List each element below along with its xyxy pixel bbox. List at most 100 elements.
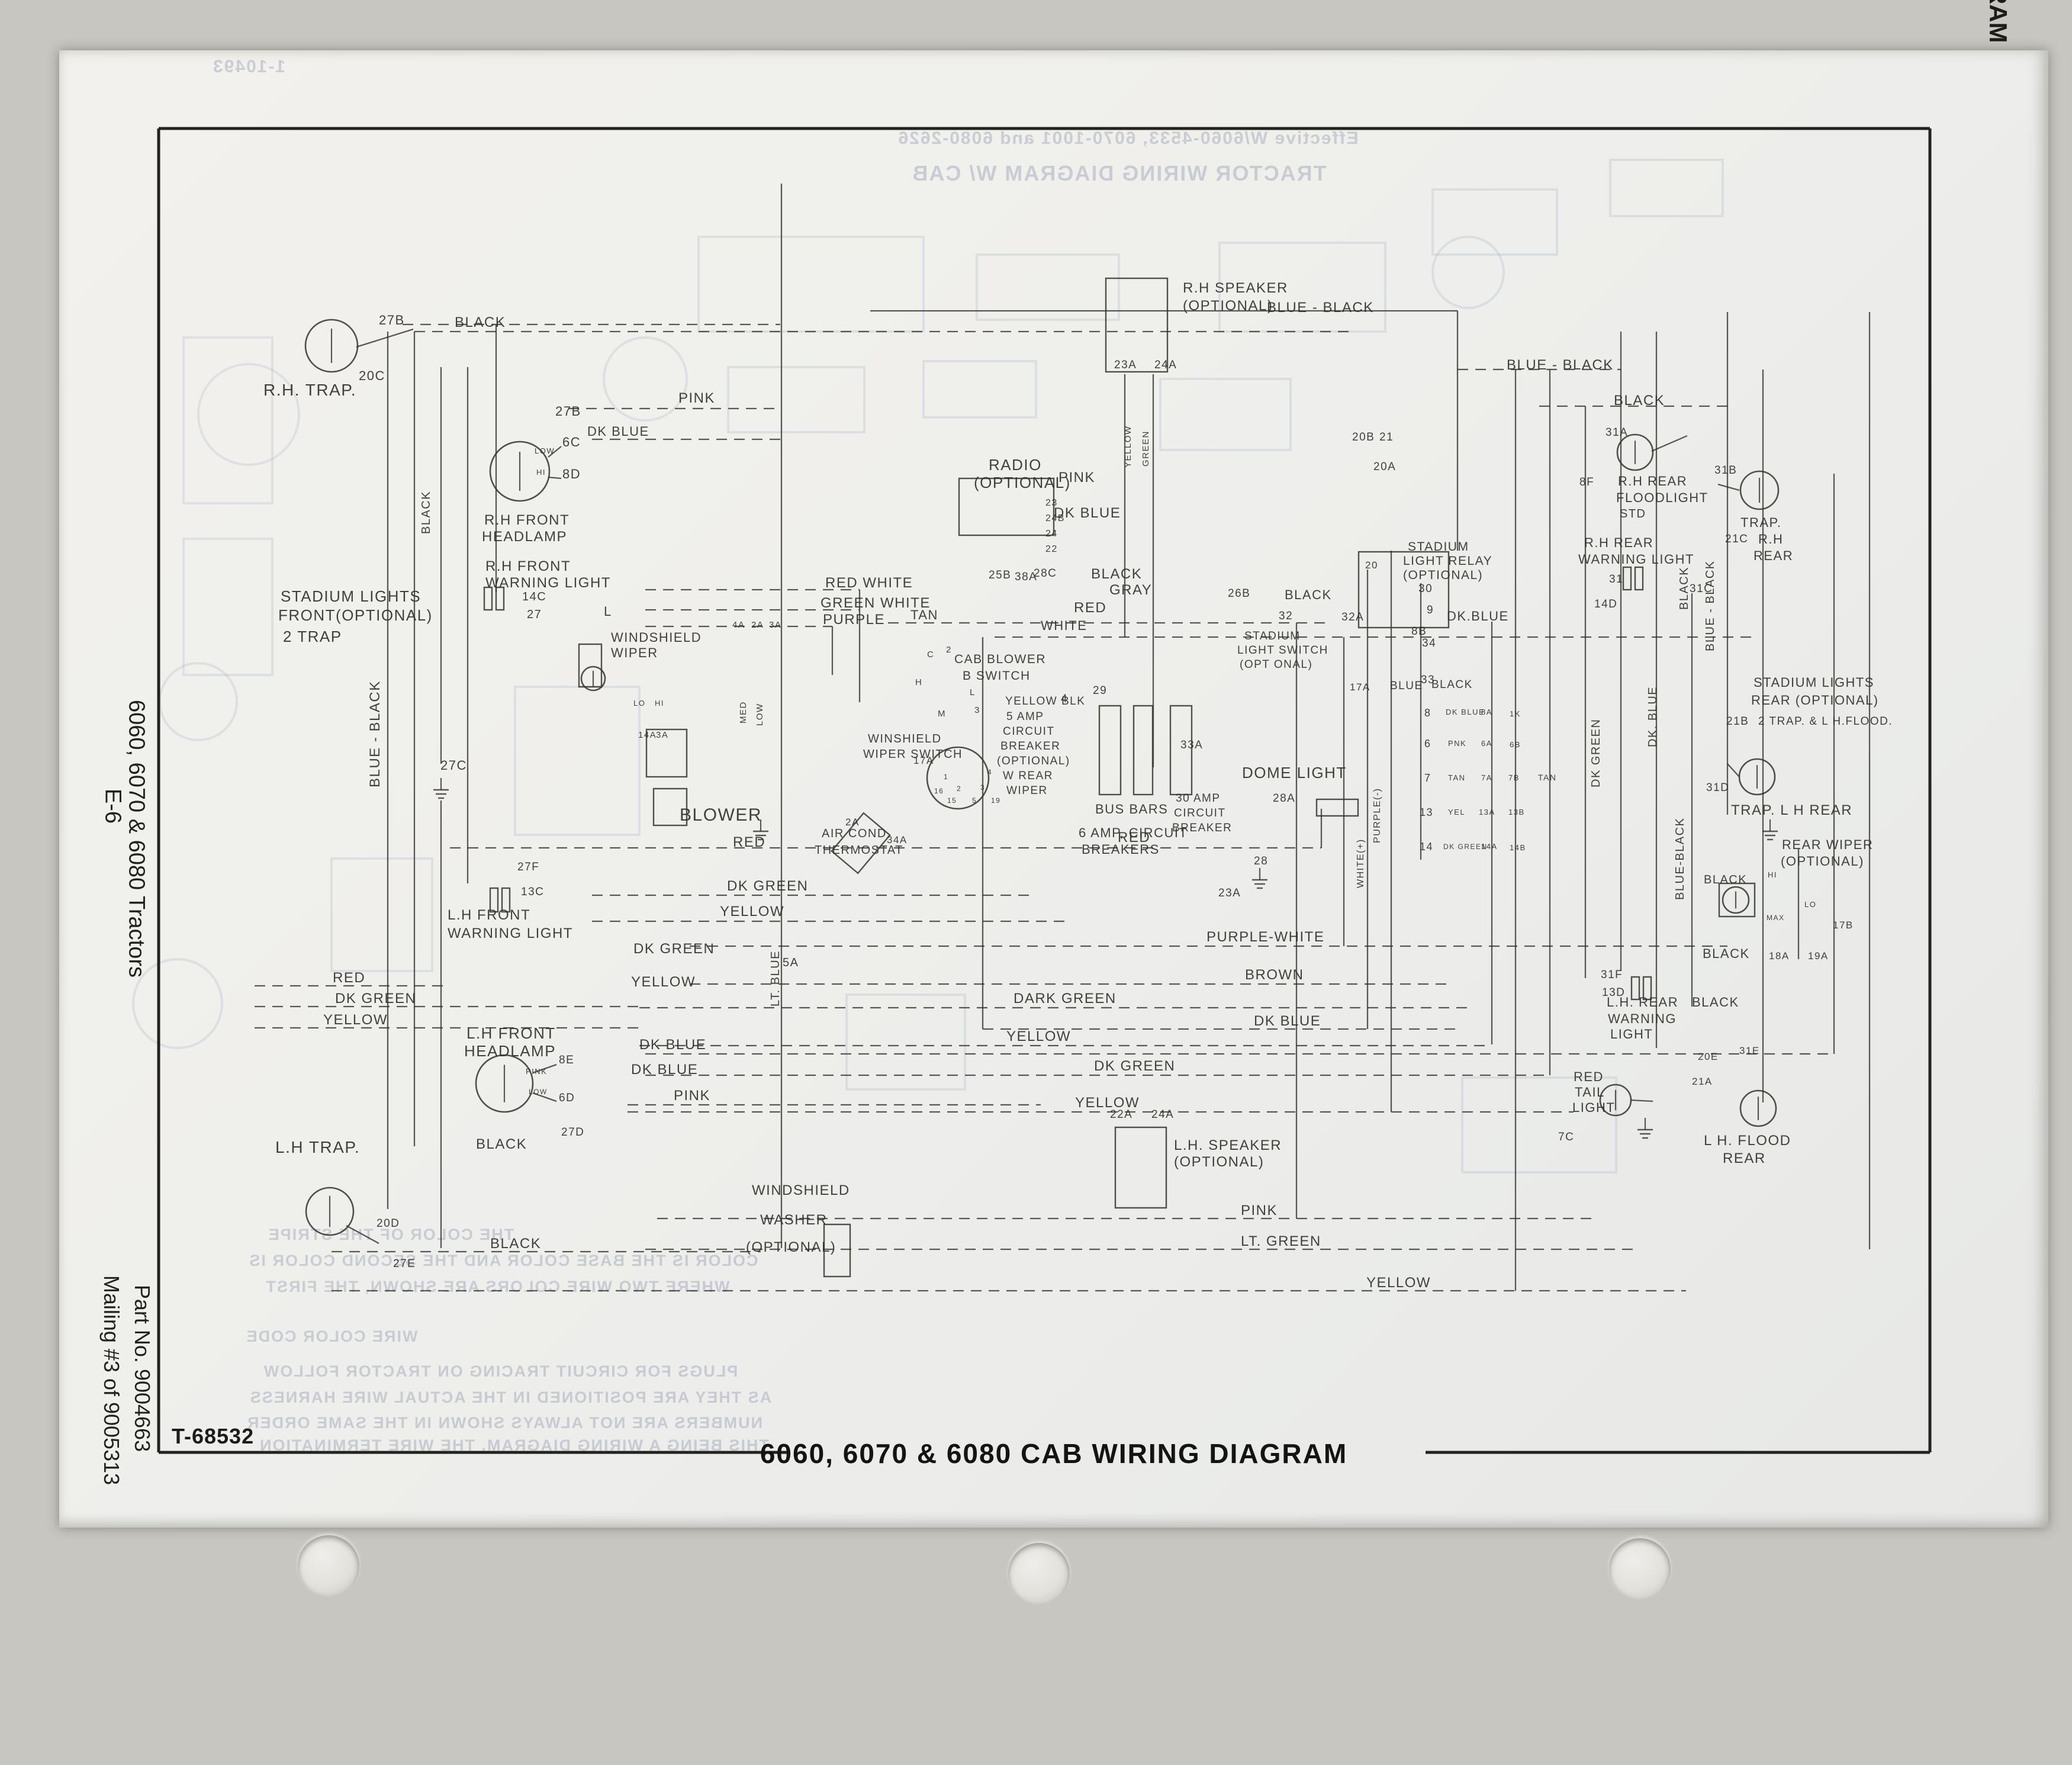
wire-label: CIRCUIT [1003, 725, 1055, 738]
wire-label: 2A [751, 620, 764, 630]
wire-label: 1 [944, 773, 948, 781]
wire-label: YELLOW [1123, 425, 1133, 468]
showthrough-mirrored-text: PLUGS FOR CIRCUIT TRACING ON TRACTOR FOL… [263, 1362, 738, 1380]
wire-label: BLUE - BLACK [1704, 560, 1717, 651]
component-box [483, 586, 493, 611]
showthrough-box [1159, 378, 1292, 451]
wire-label: 27C [440, 758, 467, 773]
component-box [1132, 705, 1154, 796]
margin-wiring-diagram-title: WIRING DIAGRAM [1984, 0, 2012, 594]
wire-label: 31 [1609, 573, 1623, 586]
wire-label: R.H REAR [1584, 535, 1653, 550]
showthrough-box [727, 366, 866, 433]
wire-label: 31C [1690, 583, 1713, 595]
wire-label: WHITE(+) [1356, 838, 1366, 888]
wire-label: (OPTIONAL) [1174, 1154, 1264, 1170]
wire-label: 14A [638, 730, 657, 740]
wire-label: (OPTIONAL) [1183, 298, 1273, 314]
wire-label: 18A [1769, 950, 1790, 962]
wire-label: TRAP. L H REAR [1731, 802, 1852, 818]
wire-label: WINSHIELD [868, 732, 942, 745]
component-box [645, 728, 688, 778]
wire-label: STD [1620, 507, 1646, 520]
lamp-symbol [489, 441, 551, 502]
wire-label: (OPTIONAL) [1403, 568, 1483, 582]
wire-label: 13D [1602, 986, 1625, 999]
wire-label: 6 AMP, CIRCUIT [1079, 825, 1188, 840]
wire-label: 27B [379, 313, 405, 327]
wire-label: 31E [1739, 1045, 1760, 1056]
showthrough-box [1609, 159, 1724, 217]
switch-circle [926, 746, 990, 810]
wire-label: R.H. TRAP. [263, 381, 356, 399]
wire-label: L.H. REAR [1607, 995, 1678, 1010]
wire-label: 21 [1379, 431, 1394, 443]
wire-label: DK BLUE [1054, 505, 1121, 521]
showthrough-circle [197, 363, 300, 466]
lamp-symbol [304, 319, 359, 373]
wire-label: HI [536, 468, 546, 477]
wire-label: 7 [1424, 772, 1431, 784]
wire-label: DK BLUE [1254, 1013, 1321, 1029]
component-box [1634, 566, 1644, 591]
wire-label: 31B [1714, 464, 1737, 477]
component-box [578, 643, 603, 688]
wire-label: 22A [1110, 1108, 1132, 1121]
wire-label: 26B [1228, 587, 1250, 600]
wire-label: YELLOW [323, 1012, 388, 1028]
wire-label: 6C [562, 435, 581, 449]
wire-label: CIRCUIT [1174, 807, 1226, 819]
component-box [958, 477, 1055, 536]
wire-label: 8F [1579, 476, 1594, 488]
component-box [1315, 798, 1359, 817]
wire-label: BLUE - BLACK [1267, 300, 1374, 316]
wire-label: 20E [1698, 1051, 1719, 1062]
wire-label: 27D [561, 1126, 584, 1139]
wire-label: YEL [1448, 808, 1465, 816]
wire-label: WINDSHIELD [752, 1182, 850, 1198]
wire-label: LIGHT [1610, 1027, 1653, 1041]
wire-label: BLUE - BLACK [367, 680, 383, 787]
showthrough-mirrored-text: TRACTOR WIRING DIAGRAM W/ CAB [911, 161, 1326, 185]
wire-label: (OPTIONAL) [1781, 854, 1864, 869]
wire-label: PINK [526, 1067, 547, 1076]
wire-label: L.H FRONT [466, 1024, 556, 1042]
wire-label: 6D [559, 1092, 575, 1104]
wire-label: 33A [1180, 739, 1203, 751]
punch-hole [1008, 1543, 1070, 1605]
wire-label: YELLOW [1075, 1095, 1140, 1111]
wire-label: 9 [1427, 604, 1434, 616]
wire-label: WIPER [611, 645, 658, 660]
wire-label: HI [655, 699, 664, 708]
wire-label: GREEN [1141, 430, 1151, 467]
wire-label: L [604, 604, 612, 619]
wire-label: 17A [1350, 681, 1370, 693]
wire-label: REAR [1754, 548, 1793, 563]
wire-label: 20D [377, 1217, 400, 1230]
wire-label: TRAP. [1740, 515, 1781, 530]
wire-label: 31A [1606, 426, 1628, 439]
wire-label: WINDSHIELD [611, 630, 702, 645]
wire-label: 23A [1114, 359, 1137, 371]
page-title: 6060, 6070 & 6080 CAB WIRING DIAGRAM [760, 1438, 1348, 1469]
wire-label: R.H FRONT [484, 512, 570, 528]
wire [1727, 763, 1740, 777]
wire-label: WASHER [760, 1212, 827, 1228]
wire-label: BLACK [476, 1136, 527, 1152]
wire-label: (OPTIONAL) [974, 474, 1071, 491]
wire-label: DOME LIGHT [1242, 764, 1347, 782]
showthrough-box [182, 538, 274, 676]
wire-label: 5A [783, 956, 799, 969]
wire-label: RED [1118, 830, 1150, 845]
wire-label: 20C [359, 368, 385, 383]
wire-label: RADIO [989, 456, 1042, 474]
wire-label: DK. BLUE [1646, 686, 1659, 747]
wire [532, 1063, 557, 1074]
showthrough-mirrored-text: COLOR IS THE BASE COLOR AND THE SECOND C… [248, 1252, 758, 1269]
lamp-symbol [1739, 470, 1780, 510]
wire [346, 1224, 379, 1245]
wire-label: 14 [1420, 841, 1433, 853]
component-box [1105, 277, 1169, 373]
wire-label: 8A [1481, 708, 1492, 716]
wire-label: PINK [1058, 470, 1095, 486]
